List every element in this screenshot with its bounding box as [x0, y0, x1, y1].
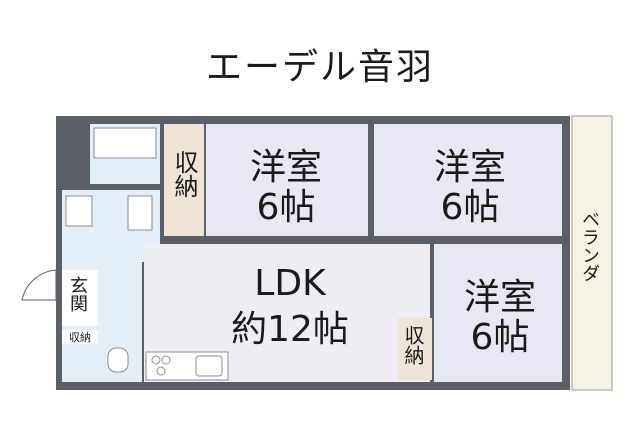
ldk-name: LDK [254, 263, 326, 304]
closet-2-label: 収納 [401, 325, 425, 365]
ldk-label: LDK 約12帖 [210, 266, 370, 348]
toilet [107, 347, 129, 373]
western-room-2 [374, 124, 562, 236]
stove-burner [151, 355, 161, 365]
kitchen-sink [195, 355, 223, 377]
western-room-1-label: 洋室 6帖 [236, 150, 336, 226]
western-room-3-name: 洋室 [463, 277, 536, 318]
closet-2 [398, 318, 432, 380]
veranda-label: ベランダ [579, 210, 600, 282]
western-room-3-size: 6帖 [470, 317, 530, 358]
entrance-door-swing [21, 269, 57, 301]
closet-1 [164, 124, 204, 236]
property-title: エーデル音羽 [205, 47, 434, 88]
washing-machine-space [65, 195, 93, 227]
western-room-1-size: 6帖 [256, 187, 316, 228]
bathtub [93, 127, 157, 159]
closet-1-label: 収納 [170, 150, 198, 198]
veranda [571, 115, 613, 391]
ldk-size: 約12帖 [231, 309, 349, 350]
western-room-1-name: 洋室 [249, 147, 322, 188]
stove-burner [161, 355, 171, 365]
shoe-storage [62, 330, 98, 344]
western-room-3-label: 洋室 6帖 [450, 280, 550, 356]
entrance-label: 玄関 [67, 276, 88, 312]
washbasin [127, 195, 153, 231]
western-room-2-name: 洋室 [433, 147, 506, 188]
shoe-storage-label: 収納 [69, 331, 91, 344]
entrance-floor [62, 270, 98, 326]
western-room-2-label: 洋室 6帖 [420, 150, 520, 226]
western-room-1 [206, 124, 368, 236]
western-room-2-size: 6帖 [440, 187, 500, 228]
western-room-3 [434, 244, 562, 382]
kitchen-counter [145, 351, 229, 381]
stove-burner [156, 366, 166, 376]
